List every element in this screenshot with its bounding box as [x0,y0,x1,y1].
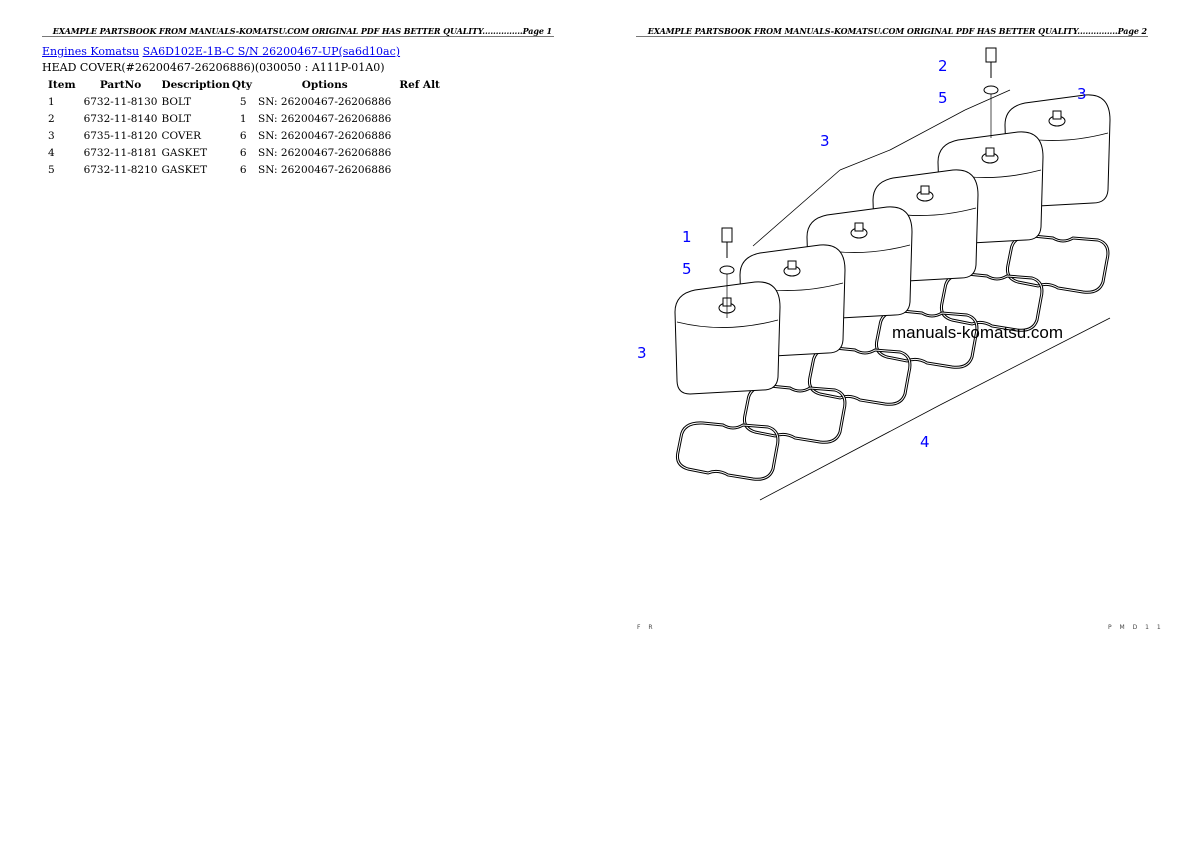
cell-item: 2 [48,112,55,125]
cell-description: BOLT [161,95,192,108]
washer-icon [719,265,735,275]
cell-item: 4 [48,146,55,159]
breadcrumb: Engines Komatsu SA6D102E-1B-C S/N 262004… [42,45,400,58]
leader-line [889,109,966,151]
gasket-inner [876,310,978,368]
cover-body [674,281,781,395]
callout-label: 4 [920,433,930,451]
breadcrumb-link-engines[interactable]: Engines Komatsu [42,45,140,58]
page1-header: EXAMPLE PARTSBOOK FROM MANUALS-KOMATSU.C… [52,26,552,36]
cell-partno: 6735-11-8120 [83,129,158,142]
cell-qty: 5 [239,95,247,108]
callout-label: 3 [637,344,647,362]
cover-edge [676,319,779,328]
callout-label: 5 [682,260,692,278]
cell-partno: 6732-11-8140 [83,112,158,125]
col-item: Item [48,78,76,91]
callout-label: 3 [1077,85,1087,103]
cell-partno: 6732-11-8130 [83,95,158,108]
watermark-text: manuals-komatsu.com [892,323,1063,342]
page2-footer-left: F R [637,624,656,631]
col-refalt: Ref Alt [399,78,440,91]
cell-description: BOLT [161,112,192,125]
cell-item: 3 [48,129,55,142]
col-options: Options [301,78,348,91]
cell-partno: 6732-11-8210 [83,163,158,176]
gasket-outline [808,346,912,406]
bolt-head [1052,110,1062,120]
bolt-head [920,185,930,195]
cell-qty: 6 [239,146,247,159]
cell-qty: 1 [239,112,247,125]
gasket-inner [744,385,846,443]
callout-label: 2 [938,57,948,75]
gasket-inner [677,422,779,480]
cell-description: GASKET [161,163,208,176]
cell-description: COVER [161,129,202,142]
cell-options: SN: 26200467-26206886 [258,163,392,176]
cell-options: SN: 26200467-26206886 [258,129,392,142]
callout-label: 1 [682,228,692,246]
washer-icon [983,85,999,95]
gasket-inner [1007,235,1109,293]
gasket-inner [809,347,911,405]
cell-options: SN: 26200467-26206886 [258,146,392,159]
bolt-head [854,222,864,232]
gasket-outline [1006,234,1110,294]
gasket-inner [941,273,1043,331]
cell-partno: 6732-11-8181 [83,146,158,159]
gasket-outline [743,384,847,444]
col-qty: Qty [231,78,253,91]
callout-label: 5 [938,89,948,107]
cell-options: SN: 26200467-26206886 [258,112,392,125]
table-header-row: Item PartNo Description Qty Options Ref … [44,76,444,93]
leader-line [964,89,1011,111]
bolt-head [985,147,995,157]
col-description: Description [161,78,230,91]
bolt-head [787,260,797,270]
page2-footer-right: P M D 1 1 [1108,624,1164,631]
leader-line [759,404,941,501]
gasket-outline [676,421,780,481]
leader-line [752,169,841,247]
page2-header-rule [636,36,1148,37]
parts-table: Item PartNo Description Qty Options Ref … [44,76,444,178]
page2-header: EXAMPLE PARTSBOOK FROM MANUALS-KOMATSU.C… [647,26,1147,36]
leader-line [839,149,891,171]
section-title: HEAD COVER(#26200467-26206886)(030050 : … [42,61,385,74]
cell-item: 5 [48,163,55,176]
cell-options: SN: 26200467-26206886 [258,95,392,108]
cell-item: 1 [48,95,55,108]
breadcrumb-link-model[interactable]: SA6D102E-1B-C S/N 26200467-UP(sa6d10ac) [142,45,401,58]
cell-qty: 6 [239,163,247,176]
page1-header-rule [42,36,554,37]
callout-label: 3 [820,132,830,150]
bolt-icon [985,47,997,63]
leader-line [939,317,1111,406]
col-partno: PartNo [99,78,142,91]
bolt-icon [721,227,733,243]
cell-description: GASKET [161,146,208,159]
cell-qty: 6 [239,129,247,142]
